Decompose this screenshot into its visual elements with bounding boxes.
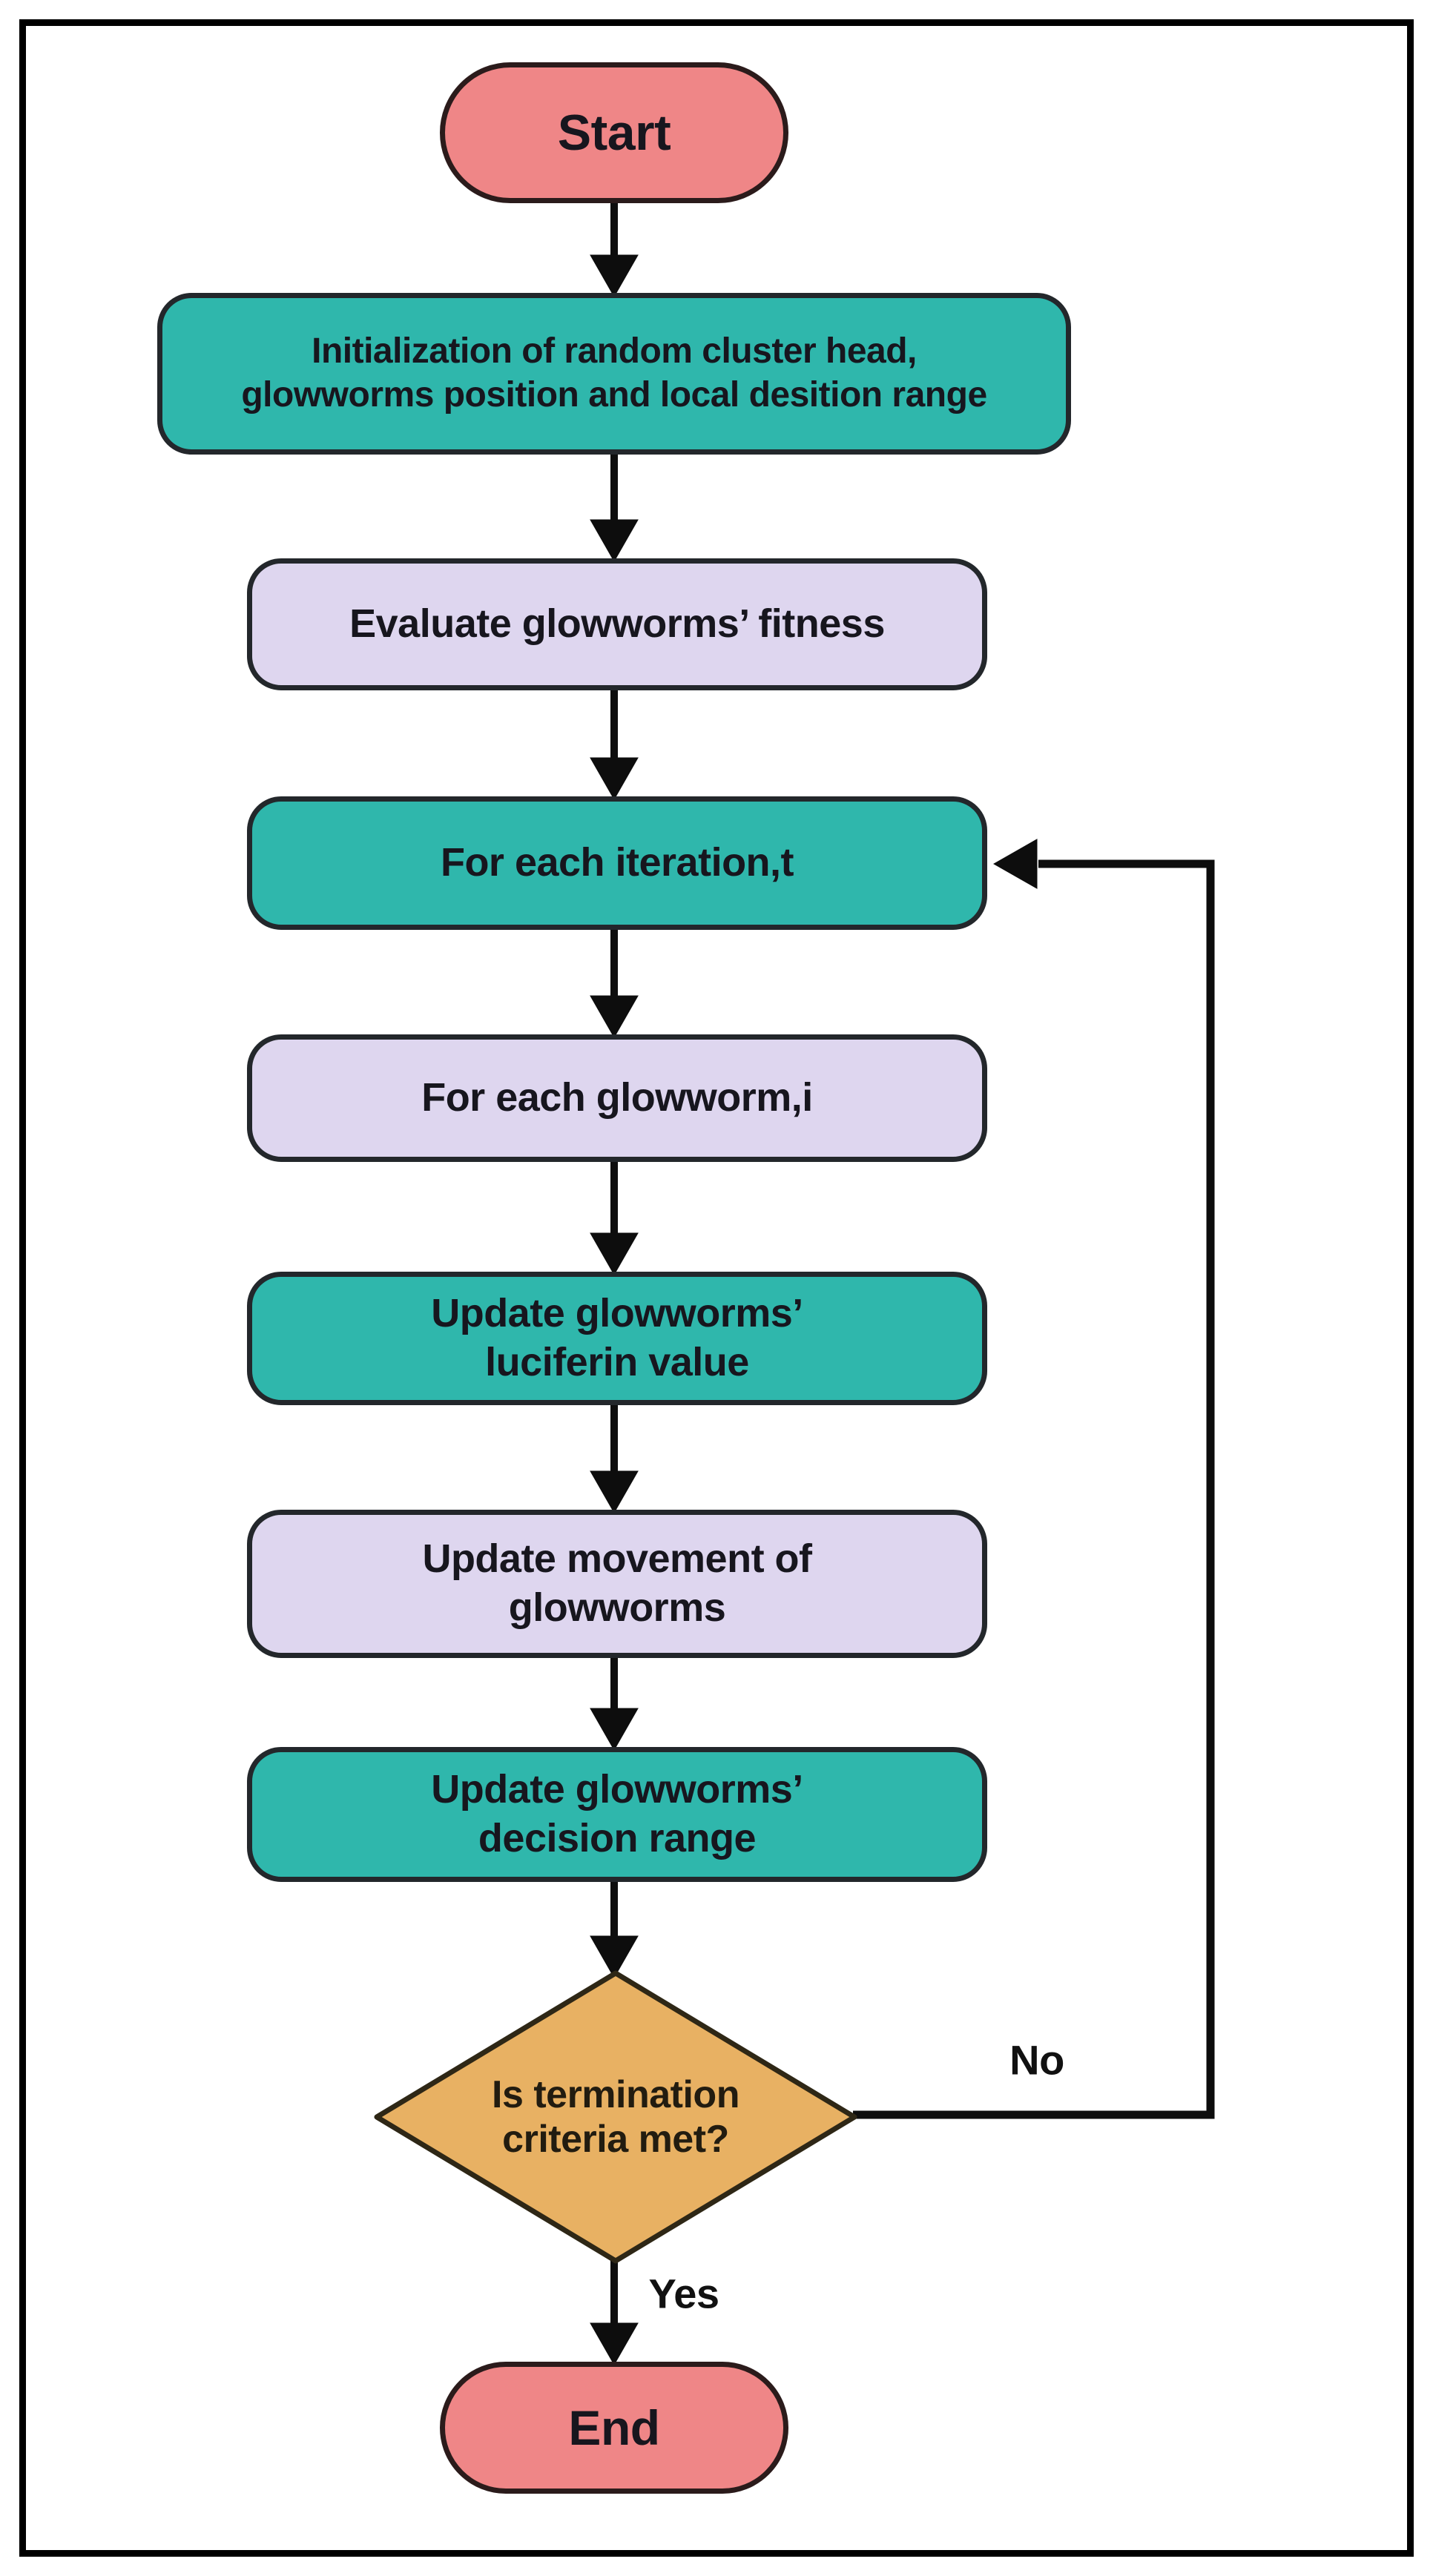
outer-border bbox=[19, 19, 1414, 2557]
node-end: End bbox=[440, 2362, 788, 2494]
edge-termination-iteration-loop bbox=[853, 859, 1215, 2119]
node-end-label: End bbox=[568, 2400, 660, 2455]
node-movement: Update movement of glowworms bbox=[247, 1510, 987, 1658]
node-iteration-label: For each iteration,t bbox=[440, 840, 794, 885]
arrowhead-evaluate bbox=[590, 519, 639, 563]
node-decision-range-label: Update glowworms’ decision range bbox=[431, 1767, 803, 1860]
arrowhead-movement bbox=[590, 1470, 639, 1514]
arrowhead-loop-left bbox=[992, 839, 1038, 889]
node-termination-diamond bbox=[374, 1970, 857, 2264]
node-init: Initialization of random cluster head, g… bbox=[157, 293, 1071, 455]
node-luciferin: Update glowworms’ luciferin value bbox=[247, 1272, 987, 1405]
node-evaluate: Evaluate glowworms’ fitness bbox=[247, 558, 987, 690]
edge-label-yes: Yes bbox=[648, 2270, 719, 2317]
arrowhead-glowworm bbox=[590, 995, 639, 1039]
node-movement-label: Update movement of glowworms bbox=[422, 1536, 812, 1630]
arrowhead-init bbox=[590, 254, 639, 298]
node-glowworm: For each glowworm,i bbox=[247, 1034, 987, 1162]
edge-label-no: No bbox=[1009, 2036, 1064, 2084]
node-termination-label-box: Is termination criteria met? bbox=[414, 2021, 817, 2213]
arrowhead-termination bbox=[590, 1935, 639, 1979]
node-start-label: Start bbox=[557, 104, 671, 161]
arrowhead-decision bbox=[590, 1708, 639, 1751]
arrowhead-end bbox=[590, 2322, 639, 2366]
node-start: Start bbox=[440, 62, 788, 203]
node-evaluate-label: Evaluate glowworms’ fitness bbox=[349, 601, 885, 647]
arrowhead-luciferin bbox=[590, 1232, 639, 1276]
node-luciferin-label: Update glowworms’ luciferin value bbox=[431, 1291, 803, 1384]
node-init-label: Initialization of random cluster head, g… bbox=[241, 331, 987, 415]
node-glowworm-label: For each glowworm,i bbox=[421, 1075, 813, 1120]
node-termination-label: Is termination criteria met? bbox=[492, 2073, 739, 2161]
node-iteration: For each iteration,t bbox=[247, 796, 987, 930]
node-decision-range: Update glowworms’ decision range bbox=[247, 1747, 987, 1882]
arrowhead-iteration bbox=[590, 757, 639, 801]
